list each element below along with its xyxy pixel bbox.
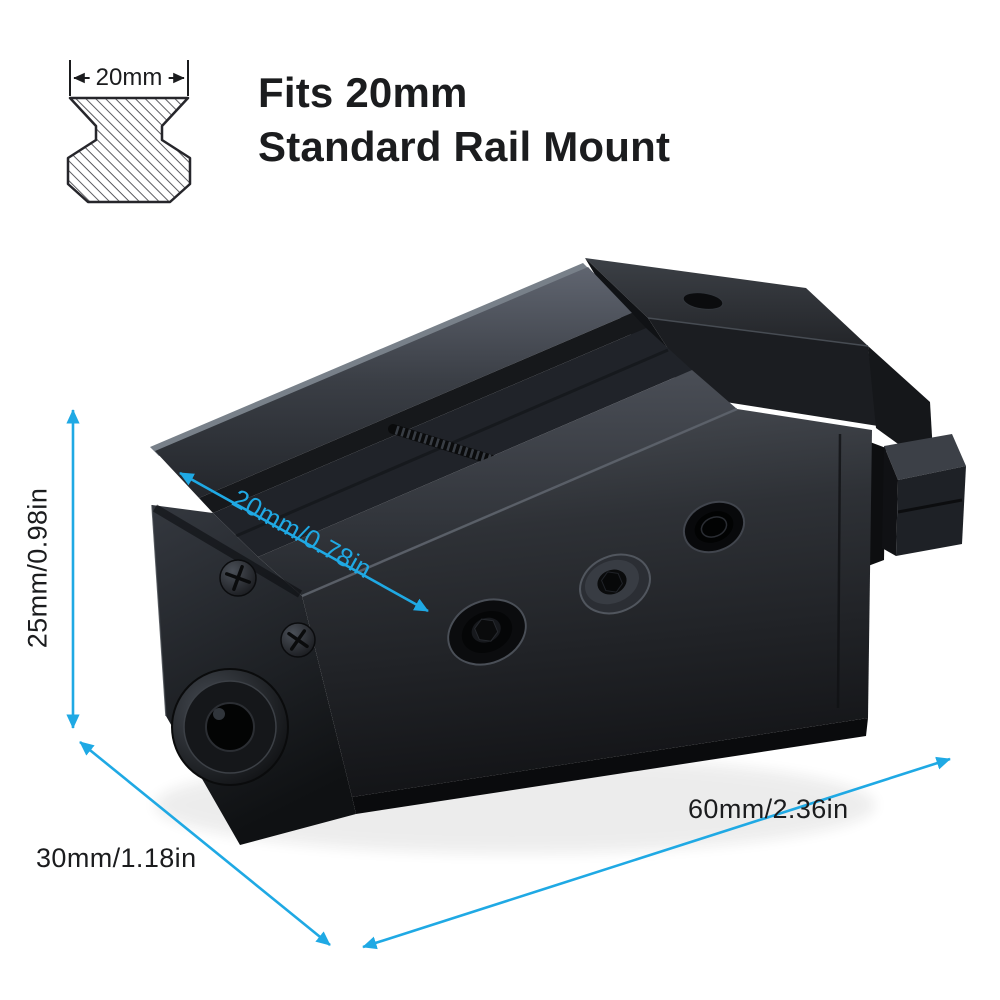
threaded-hole (682, 500, 746, 554)
headline-line1: Fits 20mm (258, 69, 468, 116)
phillips-screw (219, 559, 257, 597)
depth-dimension-label: 30mm/1.18in (36, 843, 197, 873)
top-cover-block (585, 258, 934, 470)
rear-rail-tab (868, 434, 966, 566)
hex-socket-screw-hole (447, 598, 527, 666)
rail-width-dimension-arrow (179, 471, 429, 613)
height-dimension-label: 25mm/0.98in (22, 487, 53, 649)
dimension-annotations (66, 409, 951, 950)
rail-profile-dim-label: 20mm (89, 64, 169, 92)
length-dimension-label: 60mm/2.36in (688, 794, 849, 824)
depth-dimension-arrow (79, 740, 331, 947)
length-dimension-arrow (362, 756, 951, 950)
power-button (682, 292, 724, 310)
phillips-screw (280, 622, 316, 658)
headline-line2: Standard Rail Mount (258, 122, 671, 170)
laser-aperture (171, 668, 289, 786)
product-image (150, 258, 966, 853)
hex-socket-screw (579, 553, 651, 615)
headline: Fits 20mm Standard Rail Mount (258, 66, 670, 174)
